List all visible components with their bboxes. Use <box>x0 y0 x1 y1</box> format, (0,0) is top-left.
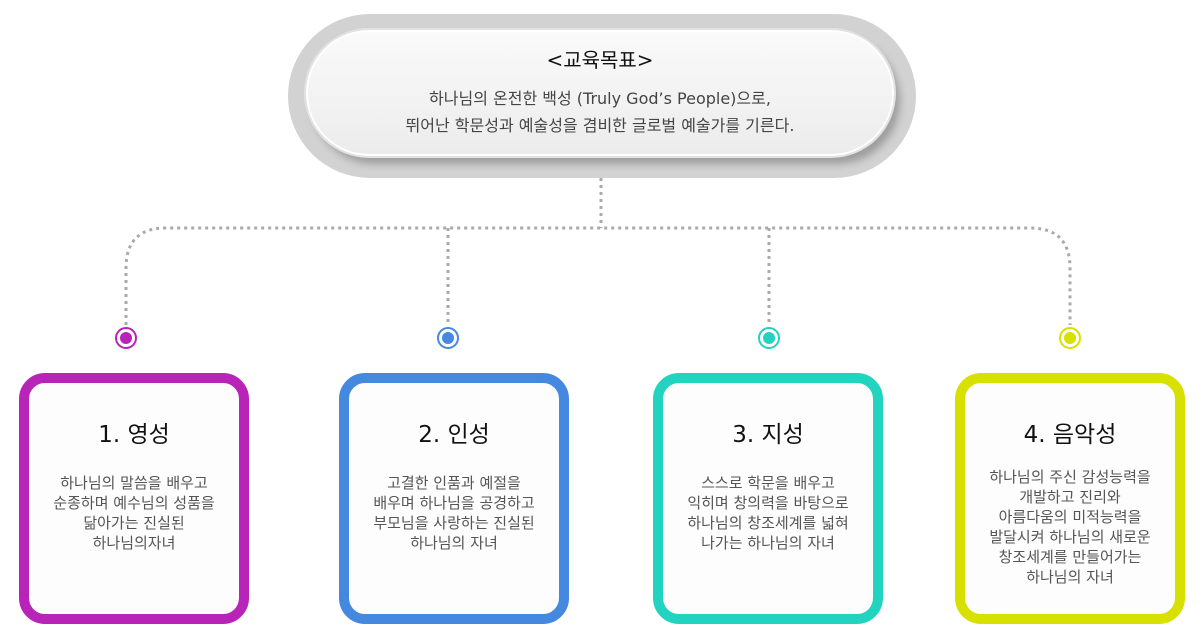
connector-dot <box>763 332 775 344</box>
card-line: 하나님의자녀 <box>92 534 176 552</box>
card-line: 발달시켜 하나님의 새로운 <box>989 528 1151 546</box>
card-line: 창조세계를 만들어가는 <box>998 548 1142 566</box>
card-line: 순종하며 예수님의 성품을 <box>53 494 215 512</box>
education-goal-box: <교육목표> 하나님의 온전한 백성 (Truly God’s People)으… <box>306 30 894 156</box>
card-title: 3. 지성 <box>732 422 804 448</box>
card-line: 하나님의 자녀 <box>410 534 498 552</box>
card-line: 배우며 하나님을 공경하고 <box>373 494 535 512</box>
card-line: 닮아가는 진실된 <box>83 514 185 532</box>
card-title: 4. 음악성 <box>1023 422 1117 448</box>
connector-dot <box>442 332 454 344</box>
card-line: 하나님의 주신 감성능력을 <box>989 468 1151 486</box>
card-line: 나가는 하나님의 자녀 <box>701 534 835 552</box>
card-line: 스스로 학문을 배우고 <box>701 474 835 492</box>
goal-line-2: 뛰어난 학문성과 예술성을 겸비한 글로벌 예술가를 기른다. <box>405 116 795 135</box>
card-intellect: 3. 지성 스스로 학문을 배우고 익히며 창의력을 바탕으로 하나님의 창조세… <box>653 373 883 624</box>
card-character: 2. 인성 고결한 인품과 예절을 배우며 하나님을 공경하고 부모님을 사랑하… <box>339 373 569 624</box>
card-line: 개발하고 진리와 <box>1019 488 1121 506</box>
connector-dot <box>1064 332 1076 344</box>
card-line: 익히며 창의력을 바탕으로 <box>687 494 849 512</box>
branch-line <box>124 226 1072 325</box>
card-musicality: 4. 음악성 하나님의 주신 감성능력을 개발하고 진리와 아름다움의 미적능력… <box>955 373 1185 624</box>
card-line: 하나님의 창조세계를 넓혀 <box>687 514 849 532</box>
card-line: 하나님의 말씀을 배우고 <box>60 474 208 492</box>
goal-line-1: 하나님의 온전한 백성 (Truly God’s People)으로, <box>429 89 771 108</box>
card-line: 하나님의 자녀 <box>1026 568 1114 586</box>
card-title: 2. 인성 <box>418 422 490 448</box>
card-line: 부모님을 사랑하는 진실된 <box>373 514 535 532</box>
card-title: 1. 영성 <box>98 422 170 448</box>
goal-title: <교육목표> <box>546 48 654 72</box>
card-line: 고결한 인품과 예절을 <box>387 474 521 492</box>
connector-dot <box>120 332 132 344</box>
card-spirituality: 1. 영성 하나님의 말씀을 배우고 순종하며 예수님의 성품을 닮아가는 진실… <box>19 373 249 624</box>
card-line: 아름다움의 미적능력을 <box>998 508 1142 526</box>
